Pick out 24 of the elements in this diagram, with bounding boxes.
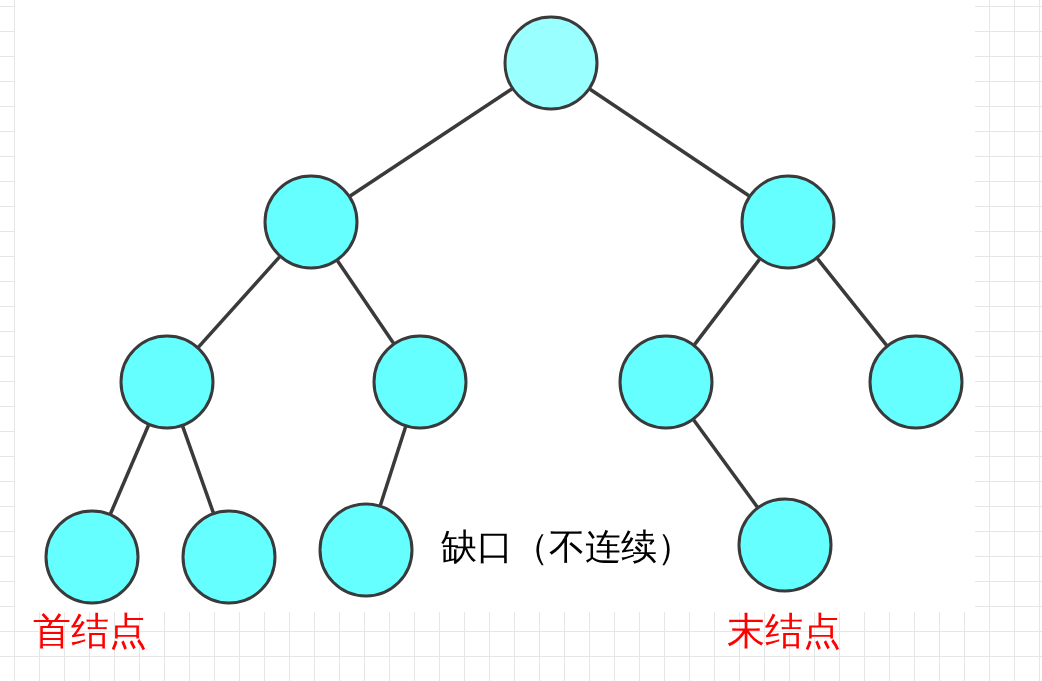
tree-edge: [816, 257, 888, 347]
tree-node-circle: [119, 334, 215, 430]
tree-edge: [378, 426, 408, 506]
tree-node-circle: [868, 334, 964, 430]
tree-edge: [693, 258, 761, 346]
tree-edge: [108, 424, 151, 515]
tree-node-circle: [737, 497, 833, 593]
tree-edge: [336, 259, 395, 345]
tree-node-circle: [618, 334, 714, 430]
tree-node-circle: [503, 15, 599, 111]
tree-edge: [692, 418, 759, 509]
tree-node-circle: [740, 174, 836, 270]
tree-node-circle: [181, 509, 277, 605]
tree-edge: [197, 255, 281, 349]
tree-node-circle: [372, 334, 468, 430]
tree-edge: [589, 87, 750, 198]
node-caption: 首结点: [33, 612, 147, 650]
tree-edge: [349, 87, 513, 198]
annotation-text: 缺口（不连续）: [441, 529, 693, 565]
tree-node-circle: [44, 509, 140, 605]
tree-edge: [181, 425, 215, 514]
tree-node-circle: [318, 502, 414, 598]
node-caption: 末结点: [727, 612, 841, 650]
tree-node-circle: [263, 174, 359, 270]
